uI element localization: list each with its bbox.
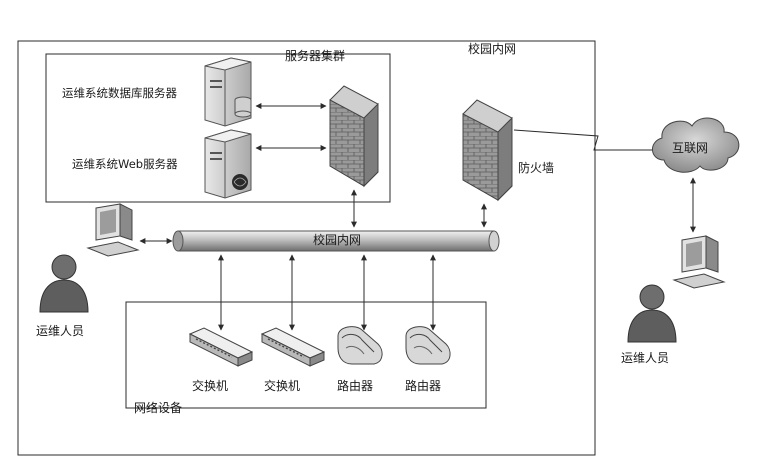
device-label: 交换机 (192, 378, 228, 393)
external-operator-computer-icon (672, 235, 726, 289)
internal-operator-label: 运维人员 (36, 324, 84, 338)
device-label: 交换机 (264, 378, 300, 393)
network-devices-title: 网络设备 (134, 400, 182, 415)
web-server-label: 运维系统Web服务器 (72, 157, 178, 171)
router-icon (337, 326, 383, 365)
router-icon (405, 326, 451, 365)
database-server-icon (204, 57, 252, 127)
internet-link-lightning (513, 129, 662, 151)
internal-operator-person-icon (39, 254, 89, 313)
campus-network-boundary (17, 40, 596, 456)
device-label: 路由器 (405, 378, 441, 393)
server-cluster-box (45, 53, 391, 203)
campus-firewall-icon (462, 99, 513, 202)
network-devices-box (125, 301, 487, 409)
device-label: 路由器 (337, 378, 373, 393)
cluster-firewall-icon (329, 85, 379, 188)
internal-operator-computer-icon (86, 203, 140, 257)
campus-network-title: 校园内网 (468, 41, 516, 56)
campus-backbone-pipe (172, 230, 500, 252)
server-cluster-title: 服务器集群 (285, 48, 345, 63)
database-server-label: 运维系统数据库服务器 (62, 86, 177, 100)
web-server-icon (204, 129, 252, 199)
external-operator-person-icon (627, 284, 677, 343)
internet-cloud-icon (652, 117, 740, 173)
internet-label: 互联网 (672, 141, 708, 155)
switch-icon (188, 327, 254, 367)
switch-icon (260, 327, 326, 367)
backbone-label: 校园内网 (313, 232, 361, 247)
firewall-label: 防火墙 (518, 160, 554, 175)
external-operator-label: 运维人员 (621, 351, 669, 365)
